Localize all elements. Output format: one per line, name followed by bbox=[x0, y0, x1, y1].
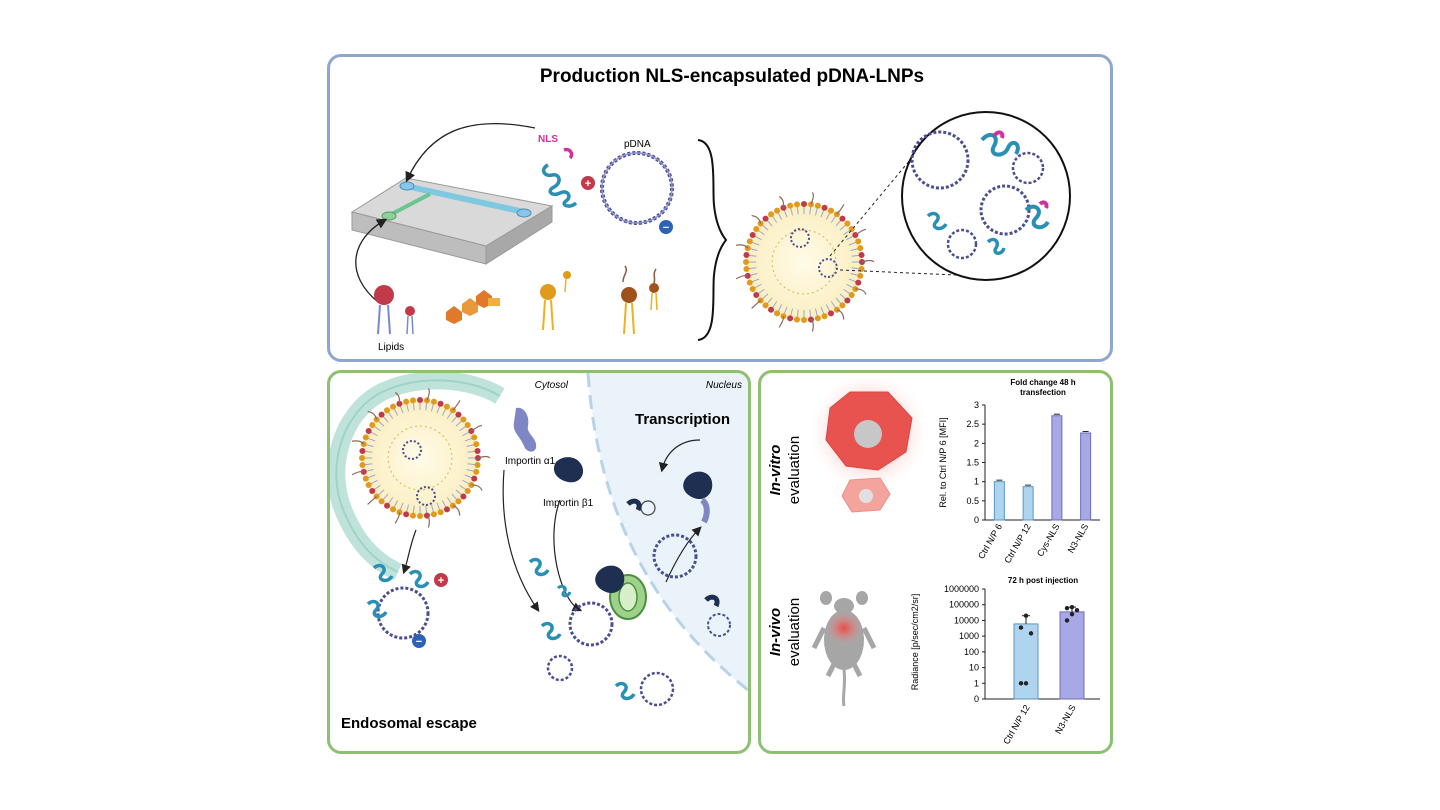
chart1-bar bbox=[1080, 432, 1092, 521]
importin-alpha1-icon bbox=[513, 407, 537, 452]
nuclear-pore-icon bbox=[595, 471, 720, 620]
chart1-bar bbox=[993, 481, 1005, 521]
chart2-bar bbox=[1059, 611, 1085, 700]
importin-beta1-icon bbox=[553, 457, 584, 483]
chart2-bar bbox=[1013, 623, 1039, 700]
chart2-data-point bbox=[1074, 607, 1080, 613]
chart1-y-tick-label: 0 bbox=[974, 515, 979, 525]
chart2-data-point bbox=[1018, 625, 1024, 630]
evaluation-panel bbox=[758, 370, 1113, 754]
chart2-data-point bbox=[1064, 606, 1070, 611]
in-vitro-evaluation-label: evaluation bbox=[786, 436, 803, 504]
nls-tag-icon bbox=[563, 147, 574, 160]
transcription-arrow bbox=[658, 439, 701, 473]
mouse-icon bbox=[811, 591, 877, 707]
released-cargo-icons: + − bbox=[366, 500, 731, 707]
lipid-components bbox=[374, 265, 659, 335]
chart1-bar bbox=[1022, 486, 1034, 521]
cell-nucleus-small-icon bbox=[859, 489, 873, 503]
arrow-lipids-to-chip bbox=[355, 218, 388, 303]
chart2-y-tick-label: 1 bbox=[974, 678, 979, 688]
chart2-y-tick-label: 1000000 bbox=[944, 584, 979, 594]
chart2-data-point bbox=[1069, 611, 1075, 617]
lnp-in-endosome-icon bbox=[351, 388, 491, 528]
svg-text:−: − bbox=[416, 636, 422, 648]
nucleus-region bbox=[586, 372, 749, 692]
chart1-y-tick-label: 1.5 bbox=[966, 458, 979, 468]
chart1-title-line1: Fold change 48 h bbox=[1010, 378, 1075, 387]
chart2-y-axis-label: Radiance [p/sec/cm2/sr] bbox=[910, 594, 920, 691]
encapsulated-cargo-icons bbox=[910, 130, 1050, 260]
in-vivo-evaluation-label: evaluation bbox=[786, 598, 803, 666]
pdna-label: pDNA bbox=[624, 139, 651, 150]
chart1-bar bbox=[1051, 415, 1063, 521]
cell-nucleus-large-icon bbox=[854, 420, 882, 448]
microfluidic-chip bbox=[350, 177, 554, 265]
chart2-data-point bbox=[1018, 681, 1024, 686]
in-vivo-label: In-vivo bbox=[767, 608, 784, 656]
chart1-title-line2: transfection bbox=[1020, 388, 1066, 397]
chart2-data-point bbox=[1064, 618, 1070, 623]
chart1-y-tick-label: 1 bbox=[974, 477, 979, 487]
chart2-y-tick-label: 10000 bbox=[954, 615, 979, 625]
chart2-data-point bbox=[1023, 613, 1029, 618]
cytosol-label: Cytosol bbox=[535, 380, 569, 391]
chart1-y-tick-label: 3 bbox=[974, 400, 979, 410]
chart2-y-tick-label: 100000 bbox=[949, 600, 979, 610]
nls-label: NLS bbox=[538, 134, 558, 145]
chart2-y-tick-label: 1000 bbox=[959, 631, 979, 641]
in-vitro-label: In-vitro bbox=[767, 445, 784, 496]
lnp-particle-icon bbox=[735, 192, 875, 332]
chart2-data-point bbox=[1028, 631, 1034, 636]
importin-alpha1-label: Importin α1 bbox=[505, 456, 556, 467]
negative-charge-icon bbox=[659, 220, 673, 234]
svg-text:−: − bbox=[663, 222, 669, 234]
chart1-y-tick-label: 0.5 bbox=[966, 496, 979, 506]
chart2-y-tick-label: 100 bbox=[964, 647, 979, 657]
chart2-data-point bbox=[1069, 604, 1075, 610]
chart1-y-axis-label: Rel. to Ctrl N/P 6 [MFI] bbox=[938, 417, 948, 507]
chart2-y-tick-label: 0 bbox=[974, 694, 979, 704]
endosomal-escape-label: Endosomal escape bbox=[341, 715, 477, 732]
chart2-y-tick-label: 10 bbox=[969, 663, 979, 673]
nucleus-label: Nucleus bbox=[706, 380, 742, 391]
svg-text:+: + bbox=[585, 178, 591, 190]
mechanism-panel bbox=[327, 370, 751, 754]
chart1-y-tick-label: 2.5 bbox=[966, 419, 979, 429]
nls-peptide-icon bbox=[541, 163, 578, 208]
svg-text:+: + bbox=[438, 575, 444, 587]
positive-charge-icon bbox=[581, 176, 595, 190]
importin-beta1-label: Importin β1 bbox=[543, 498, 594, 509]
chart2-data-point bbox=[1023, 681, 1029, 686]
brace-icon bbox=[697, 139, 728, 341]
chart1-y-tick-label: 2 bbox=[974, 438, 979, 448]
lipids-label: Lipids bbox=[378, 342, 404, 353]
production-title: Production NLS-encapsulated pDNA-LNPs bbox=[540, 66, 924, 87]
arrow-nls-to-chip bbox=[405, 122, 536, 183]
transcription-label: Transcription bbox=[635, 411, 730, 428]
chart2-title: 72 h post injection bbox=[1008, 576, 1078, 585]
